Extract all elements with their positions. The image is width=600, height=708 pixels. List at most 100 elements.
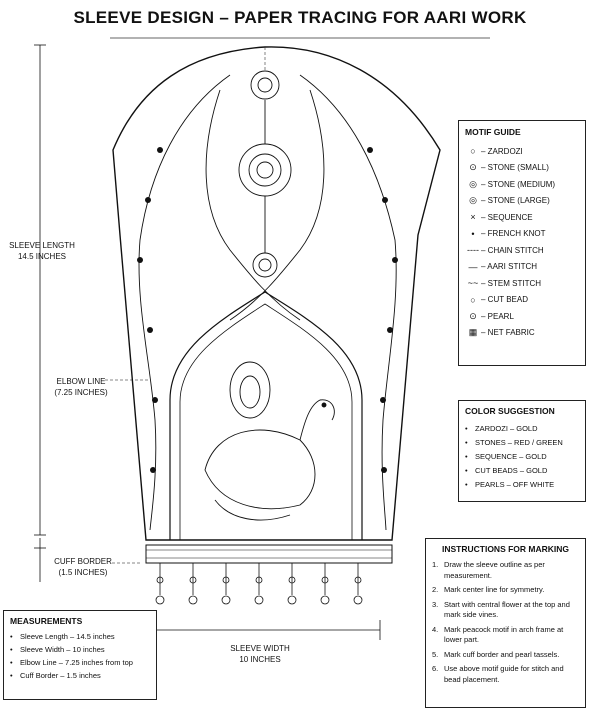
color-suggestion-text: CUT BEADS – GOLD [475, 465, 548, 475]
instruction-item: 4. Mark peacock motif in arch frame at lo… [432, 625, 579, 646]
pearl-tassels [155, 563, 363, 605]
motif-guide-label: – PEARL [481, 311, 514, 321]
measurements-heading: MEASUREMENTS [10, 616, 83, 626]
bullet-icon: • [465, 437, 468, 447]
color-suggestion-text: PEARLS – OFF WHITE [475, 479, 555, 489]
sleeve-width-label: SLEEVE WIDTH 10 INCHES [230, 644, 290, 664]
bullet-icon: • [10, 671, 13, 680]
measurement-item: •Sleeve Width – 10 inches [10, 643, 150, 656]
motif-guide-row: ⊙ – PEARL [465, 308, 579, 325]
measurement-item: • Sleeve Length – 14.5 inches [10, 630, 150, 643]
instruction-item: 5.Mark cuff border and pearl tassels. [432, 650, 579, 661]
instruction-item: 1. Draw the sleeve outline as per measure… [432, 560, 579, 581]
instruction-number: 3. [432, 599, 439, 609]
bullet-icon: • [465, 479, 468, 489]
motif-guide-row: ▦– NET FABRIC [465, 325, 579, 342]
motif-guide-label: – CUT BEAD [481, 295, 528, 305]
color-suggestion-text: ZARDOZI – GOLD [475, 423, 538, 433]
instruction-number: 6. [432, 664, 439, 673]
line-icon: — [468, 261, 478, 272]
motif-guide-row: ○ – ZARDOZI [465, 143, 579, 160]
color-suggestion-item: • PEARLS – OFF WHITE [465, 477, 579, 491]
instruction-text: Mark cuff border and pearl tassels. [444, 649, 560, 659]
color-suggestion-text: SEQUENCE – GOLD [475, 451, 547, 461]
instruction-text: Start with central flower at the top and… [444, 599, 570, 620]
instruction-item: 3. Start with central flower at the top a… [432, 600, 579, 621]
ring-circle-icon: ◎ [469, 178, 477, 189]
motif-guide-label: – SEQUENCE [481, 212, 533, 222]
motif-guide-row: ~~– STEM STITCH [465, 275, 579, 292]
instruction-text: Mark center line for symmetry. [444, 585, 545, 594]
dot-icon: • [471, 228, 475, 239]
instruction-number: 4. [432, 624, 439, 634]
motif-guide-label: – AARI STITCH [481, 262, 538, 272]
page-title: SLEEVE DESIGN – PAPER TRACING FOR AARI W… [73, 8, 527, 27]
bullet-icon: • [10, 632, 13, 641]
wavy-line-icon: ~~ [467, 278, 479, 289]
motif-guide-row: ⊙ – STONE (SMALL) [465, 160, 579, 177]
small-circle-icon: ○ [470, 294, 476, 305]
motif-guide-label: – CHAIN STITCH [481, 245, 544, 255]
motif-guide-row: ○ – CUT BEAD [465, 292, 579, 309]
elbow-line-label: ELBOW LINE (7.25 INCHES) [54, 377, 108, 397]
motif-guide-row: —– AARI STITCH [465, 259, 579, 276]
right-vine [229, 74, 397, 531]
instructions-heading: INSTRUCTIONS FOR MARKING [441, 544, 570, 554]
motif-guide-label: – NET FABRIC [481, 328, 535, 338]
left-vine [138, 74, 301, 531]
motif-guide-row: ◎ – STONE (MEDIUM) [465, 176, 579, 193]
pearl-icon: ⊙ [469, 310, 477, 321]
motif-guide-row: ◎ – STONE (LARGE) [465, 193, 579, 210]
motif-guide-row: • – FRENCH KNOT [465, 226, 579, 243]
measurement-text: Sleeve Length – 14.5 inches [20, 632, 115, 641]
instruction-number: 2. [432, 585, 439, 594]
measurements-box: MEASUREMENTS • Sleeve Length – 14.5 inche… [3, 610, 157, 700]
motif-guide-label: – ZARDOZI [481, 146, 523, 156]
instructions-box: INSTRUCTIONS FOR MARKING 1. Draw the slee… [425, 538, 586, 708]
motif-guide-label: – STONE (LARGE) [481, 196, 550, 206]
color-suggestion-item: • CUT BEADS – GOLD [465, 463, 579, 477]
color-suggestion-box: COLOR SUGGESTION •ZARDOZI – GOLD•STONES … [458, 400, 586, 502]
arch-frame [169, 291, 363, 540]
motif-guide-row: × – SEQUENCE [465, 209, 579, 226]
grid-icon: ▦ [468, 327, 478, 338]
motif-guide-heading: MOTIF GUIDE [465, 127, 521, 137]
circle-icon: ○ [470, 146, 476, 157]
dashed-line-icon: ---- [467, 245, 479, 256]
color-suggestion-heading: COLOR SUGGESTION [465, 406, 555, 416]
motif-guide-label: – STONE (SMALL) [481, 163, 549, 173]
color-suggestion-item: •ZARDOZI – GOLD [465, 421, 579, 435]
instruction-item: 2. Mark center line for symmetry. [432, 585, 579, 596]
measurement-text: Sleeve Width – 10 inches [20, 645, 105, 654]
color-suggestion-item: • SEQUENCE – GOLD [465, 449, 579, 463]
measurement-text: Cuff Border – 1.5 inches [20, 671, 101, 680]
motif-guide-label: – FRENCH KNOT [481, 229, 546, 239]
measurement-text: Elbow Line – 7.25 inches from top [20, 658, 133, 667]
motif-guide-box: MOTIF GUIDE ○– ZARDOZI⊙– STONE (SMALL)◎–… [458, 120, 586, 366]
cuff-border-label: CUFF BORDER (1.5 INCHES) [54, 557, 112, 577]
instruction-text: Mark peacock motif in arch frame at lowe… [444, 624, 564, 645]
cross-icon: × [470, 212, 476, 223]
motif-guide-label: – STEM STITCH [481, 278, 542, 288]
instruction-text: Draw the sleeve outline as per measureme… [444, 560, 545, 580]
bullet-icon: • [10, 658, 13, 667]
vine-leaves [137, 147, 398, 473]
instruction-number: 1. [432, 560, 439, 569]
width-dimension [145, 620, 381, 640]
length-dimension [34, 44, 46, 582]
dotted-circle-icon: ⊙ [469, 162, 477, 173]
bullet-icon: • [465, 451, 468, 461]
color-suggestion-text: STONES – RED / GREEN [475, 437, 563, 447]
central-flower [238, 70, 292, 278]
instruction-item: 6. Use above motif guide for stitch and b… [432, 664, 579, 685]
motif-guide-label: – STONE (MEDIUM) [481, 179, 556, 189]
measurement-item: • Cuff Border – 1.5 inches [10, 669, 150, 682]
peacock-motif [204, 361, 335, 521]
instruction-text: Use above motif guide for stitch and bea… [444, 664, 564, 684]
color-suggestion-item: • STONES – RED / GREEN [465, 435, 579, 449]
double-ring-icon: ◎ [469, 195, 477, 206]
sleeve-length-label: SLEEVE LENGTH 14.5 INCHES [9, 241, 75, 261]
motif-guide-row: ----– CHAIN STITCH [465, 242, 579, 259]
bullet-icon: • [465, 465, 468, 475]
